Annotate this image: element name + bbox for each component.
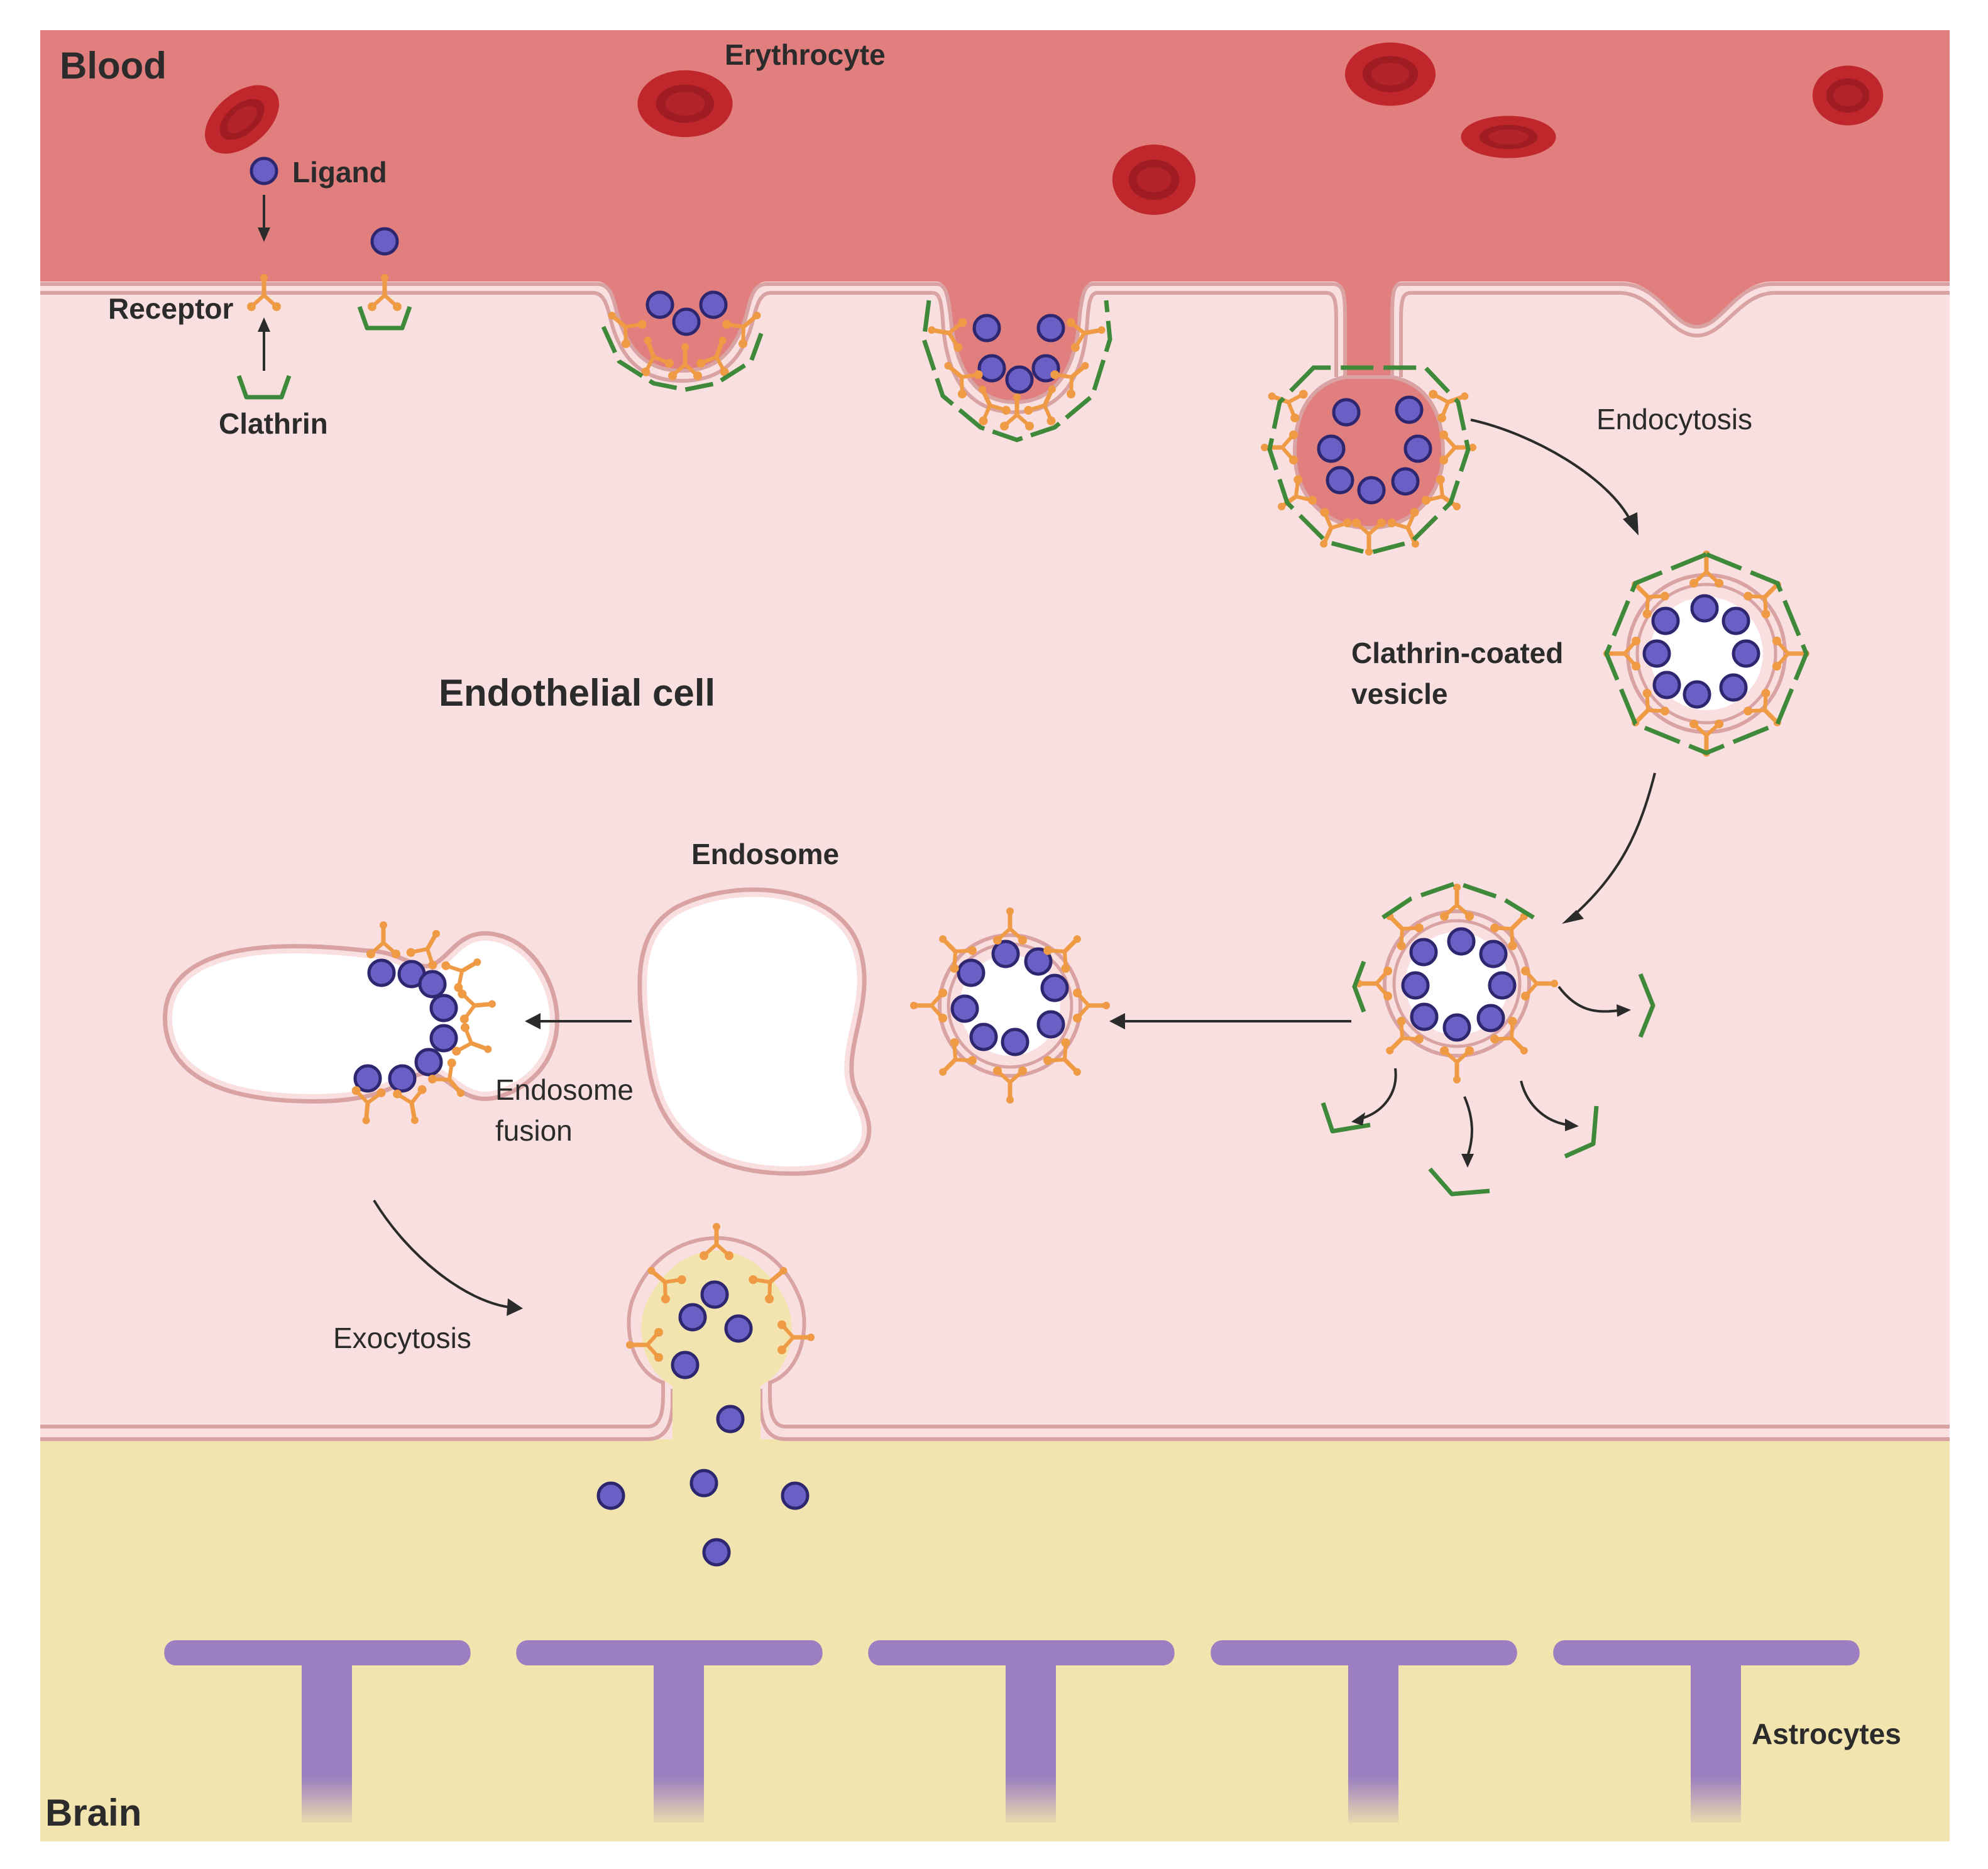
exocytosis-bud-interior: [641, 1251, 792, 1439]
region-label-endothelial-cell: Endothelial cell: [439, 672, 715, 714]
label-exocytosis: Exocytosis: [333, 1322, 471, 1354]
label-endocytosis: Endocytosis: [1596, 403, 1752, 436]
label-clathrin-coated-line1: Clathrin-coated: [1351, 637, 1563, 669]
label-endosome-fusion-line1: Endosome: [495, 1073, 634, 1106]
region-label-blood: Blood: [60, 45, 167, 87]
clathrin-pit-shallow: [598, 292, 771, 392]
clathrin-pit-deep: [921, 300, 1112, 442]
endosome: [637, 887, 872, 1176]
released-clathrin: [1321, 973, 1656, 1197]
label-erythrocyte: Erythrocyte: [725, 38, 886, 71]
process-arrowheads: [507, 512, 1639, 1316]
label-astrocytes: Astrocytes: [1752, 1718, 1901, 1750]
label-receptor: Receptor: [108, 292, 233, 325]
uncoating-vesicle: [1352, 880, 1558, 1083]
endothelial-cell-region: [40, 277, 1950, 1439]
label-endosome: Endosome: [691, 838, 839, 870]
clathrin-release-arrowheads: [1351, 1004, 1631, 1168]
clathrin-release-arrows: [1360, 985, 1619, 1157]
label-clathrin-coated-line2: vesicle: [1351, 677, 1447, 710]
region-label-brain: Brain: [45, 1792, 141, 1834]
blood-region: [40, 30, 1950, 402]
astrocytes: [164, 1640, 1860, 1822]
fused-endosome: [162, 921, 559, 1127]
label-endosome-fusion-line2: fusion: [495, 1114, 573, 1147]
legend-clathrin: [239, 317, 289, 397]
budding-vesicle: [1261, 365, 1476, 556]
clathrin-coated-vesicle: [1603, 551, 1810, 757]
process-arrows: [373, 419, 1656, 1308]
legend-ligand: [251, 158, 277, 242]
label-clathrin: Clathrin: [219, 407, 328, 440]
label-ligand: Ligand: [292, 156, 387, 189]
uncoated-vesicle: [910, 907, 1110, 1104]
